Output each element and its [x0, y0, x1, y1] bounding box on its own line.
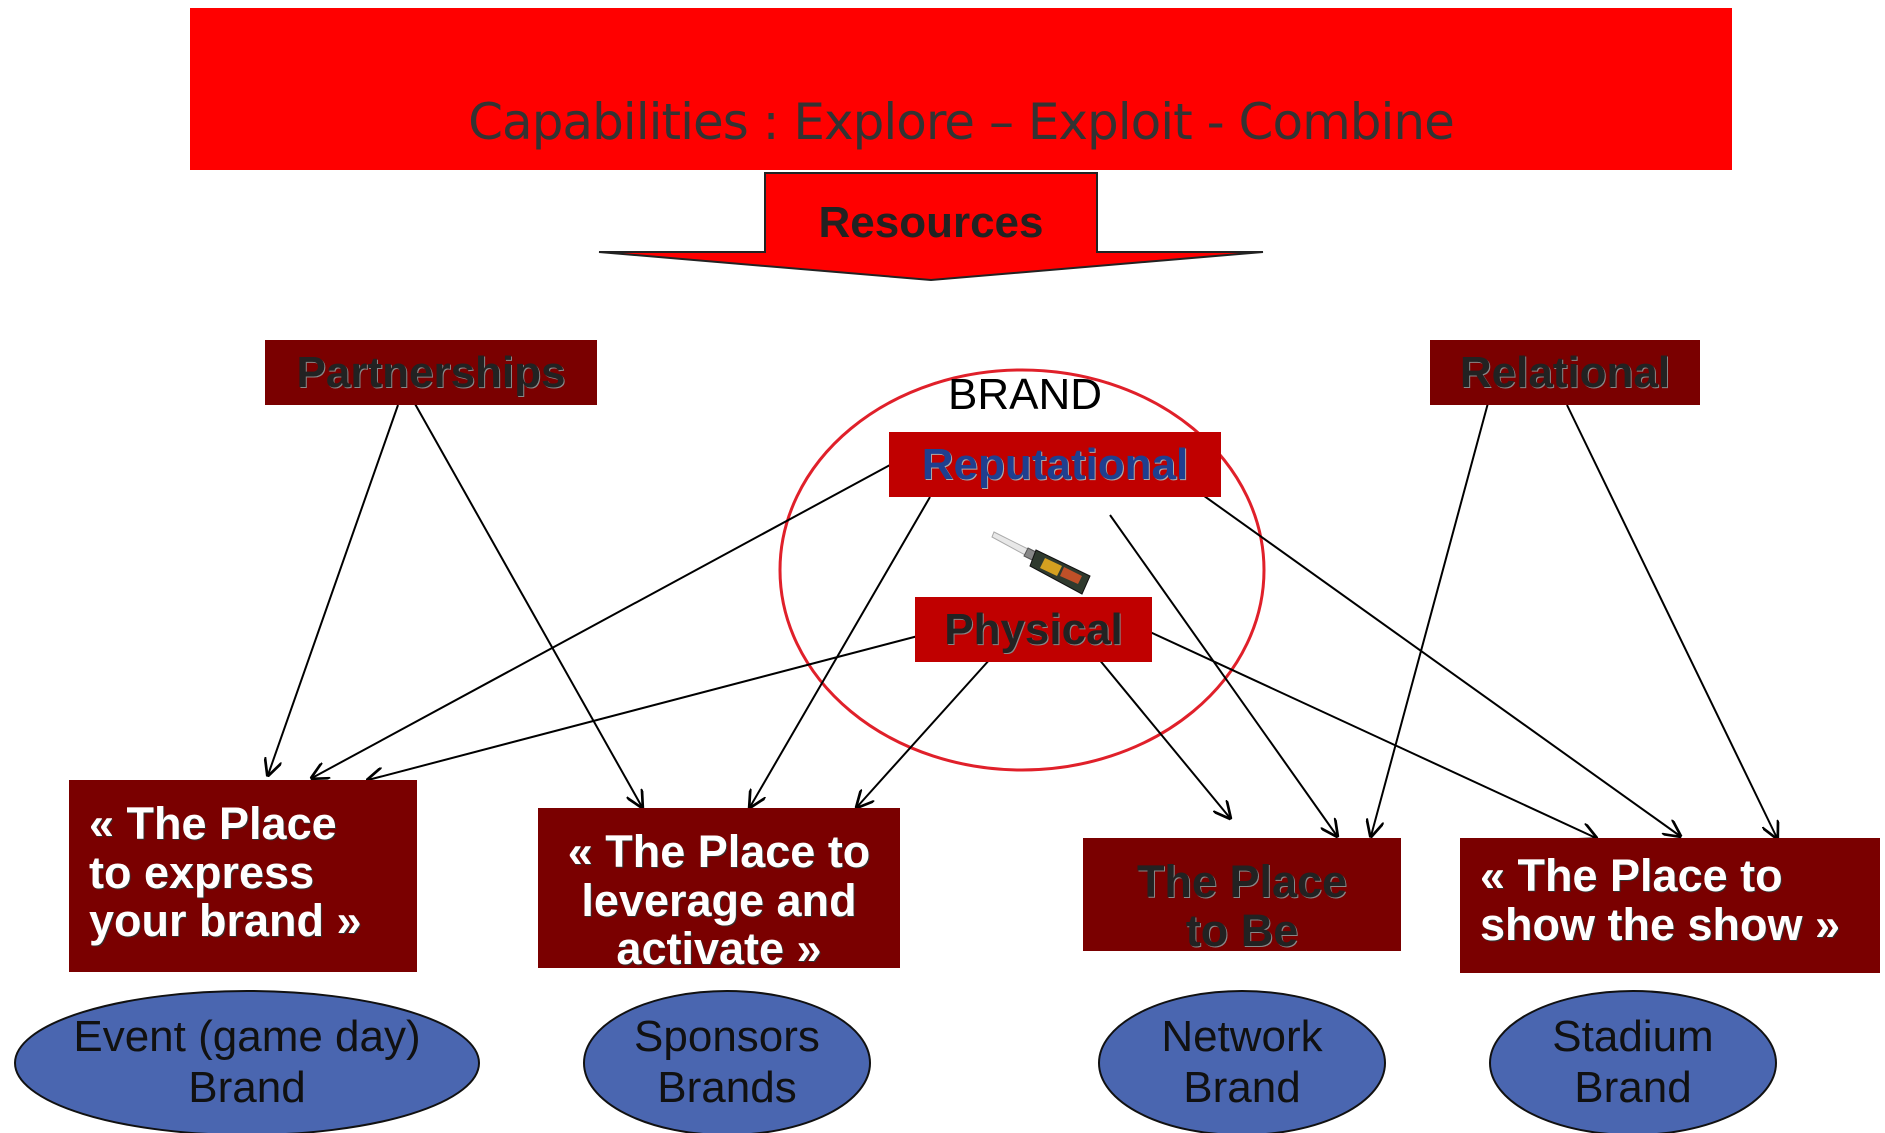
place-to-leverage-line-2: leverage and — [581, 874, 857, 926]
arrow-relational-be — [1371, 402, 1489, 836]
place-to-be-line-2: to Be — [1185, 904, 1299, 956]
place-to-express-line-1: « The Place — [89, 798, 337, 849]
relational-box: Relational — [1430, 340, 1700, 405]
stadium-brand-label: Stadium Brand — [1490, 1003, 1776, 1123]
brand-circle — [778, 368, 1266, 772]
sponsors-brand-label: Sponsors Brands — [584, 1003, 870, 1123]
relational-label: Relational — [1459, 347, 1671, 397]
resources-arrow — [598, 172, 1264, 282]
title-banner: Capabilities : Explore – Exploit - Combi… — [190, 8, 1732, 170]
arrow-physical-be — [1097, 657, 1230, 818]
event-brand-label: Event (game day) Brand — [15, 1003, 479, 1123]
network-brand-label: Network Brand — [1099, 1003, 1385, 1123]
event-brand-line-2: Brand — [188, 1063, 306, 1112]
arrow-reputational-leverage — [750, 496, 931, 807]
place-to-show-line-1: « The Place to — [1480, 850, 1783, 901]
arrow-partnerships-express — [268, 404, 399, 775]
arrow-physical-show — [1149, 631, 1596, 838]
place-to-be-box: The Place to Be — [1083, 838, 1401, 954]
arrow-relational-show — [1566, 404, 1777, 838]
place-to-leverage-line-1: « The Place to — [567, 826, 871, 877]
event-brand-ellipse — [14, 990, 480, 1133]
reputational-label: Reputational — [921, 439, 1189, 489]
place-to-show-line-2: show the show » — [1480, 898, 1841, 950]
place-to-be-line-1: The Place — [1136, 856, 1348, 907]
sponsors-brand-ellipse — [583, 990, 871, 1133]
arrow-reputational-be — [1109, 514, 1337, 836]
place-to-leverage-line-3: activate » — [616, 923, 822, 975]
partnerships-box: Partnerships — [265, 340, 597, 405]
network-brand-ellipse — [1098, 990, 1386, 1133]
reputational-box: Reputational — [889, 432, 1221, 497]
arrow-physical-leverage — [857, 647, 1001, 807]
glue-tube-image — [991, 531, 1091, 595]
place-to-leverage-box: « The Place to leverage and activate » — [538, 808, 900, 973]
arrow-reputational-show — [1164, 467, 1680, 836]
stadium-brand-line-1: Stadium — [1552, 1012, 1714, 1062]
stadium-brand-ellipse — [1489, 990, 1777, 1133]
sponsors-brand-line-2: Brands — [657, 1063, 797, 1112]
arrow-reputational-express — [312, 464, 891, 778]
network-brand-line-2: Brand — [1183, 1063, 1301, 1112]
stadium-brand-line-2: Brand — [1574, 1063, 1692, 1112]
event-brand-line-1: Event (game day) — [73, 1012, 421, 1062]
place-to-express-line-3: your brand » — [89, 895, 362, 947]
brand-title: BRAND — [947, 370, 1103, 419]
physical-label: Physical — [944, 604, 1123, 654]
diagram-title: Capabilities : Explore – Exploit - Combi… — [468, 93, 1455, 151]
place-to-express-box: « The Place to express your brand » — [69, 780, 417, 972]
resources-label: Resources — [818, 198, 1043, 247]
place-to-show-box: « The Place to show the show » — [1460, 838, 1880, 973]
partnerships-label: Partnerships — [296, 347, 566, 397]
physical-box: Physical — [915, 597, 1152, 662]
arrow-physical-express — [368, 635, 919, 780]
connector-arrows — [268, 394, 1777, 838]
sponsors-brand-line-1: Sponsors — [634, 1012, 820, 1062]
arrow-partnerships-leverage — [409, 394, 642, 807]
network-brand-line-1: Network — [1161, 1012, 1323, 1062]
place-to-express-line-2: to express — [89, 846, 315, 898]
